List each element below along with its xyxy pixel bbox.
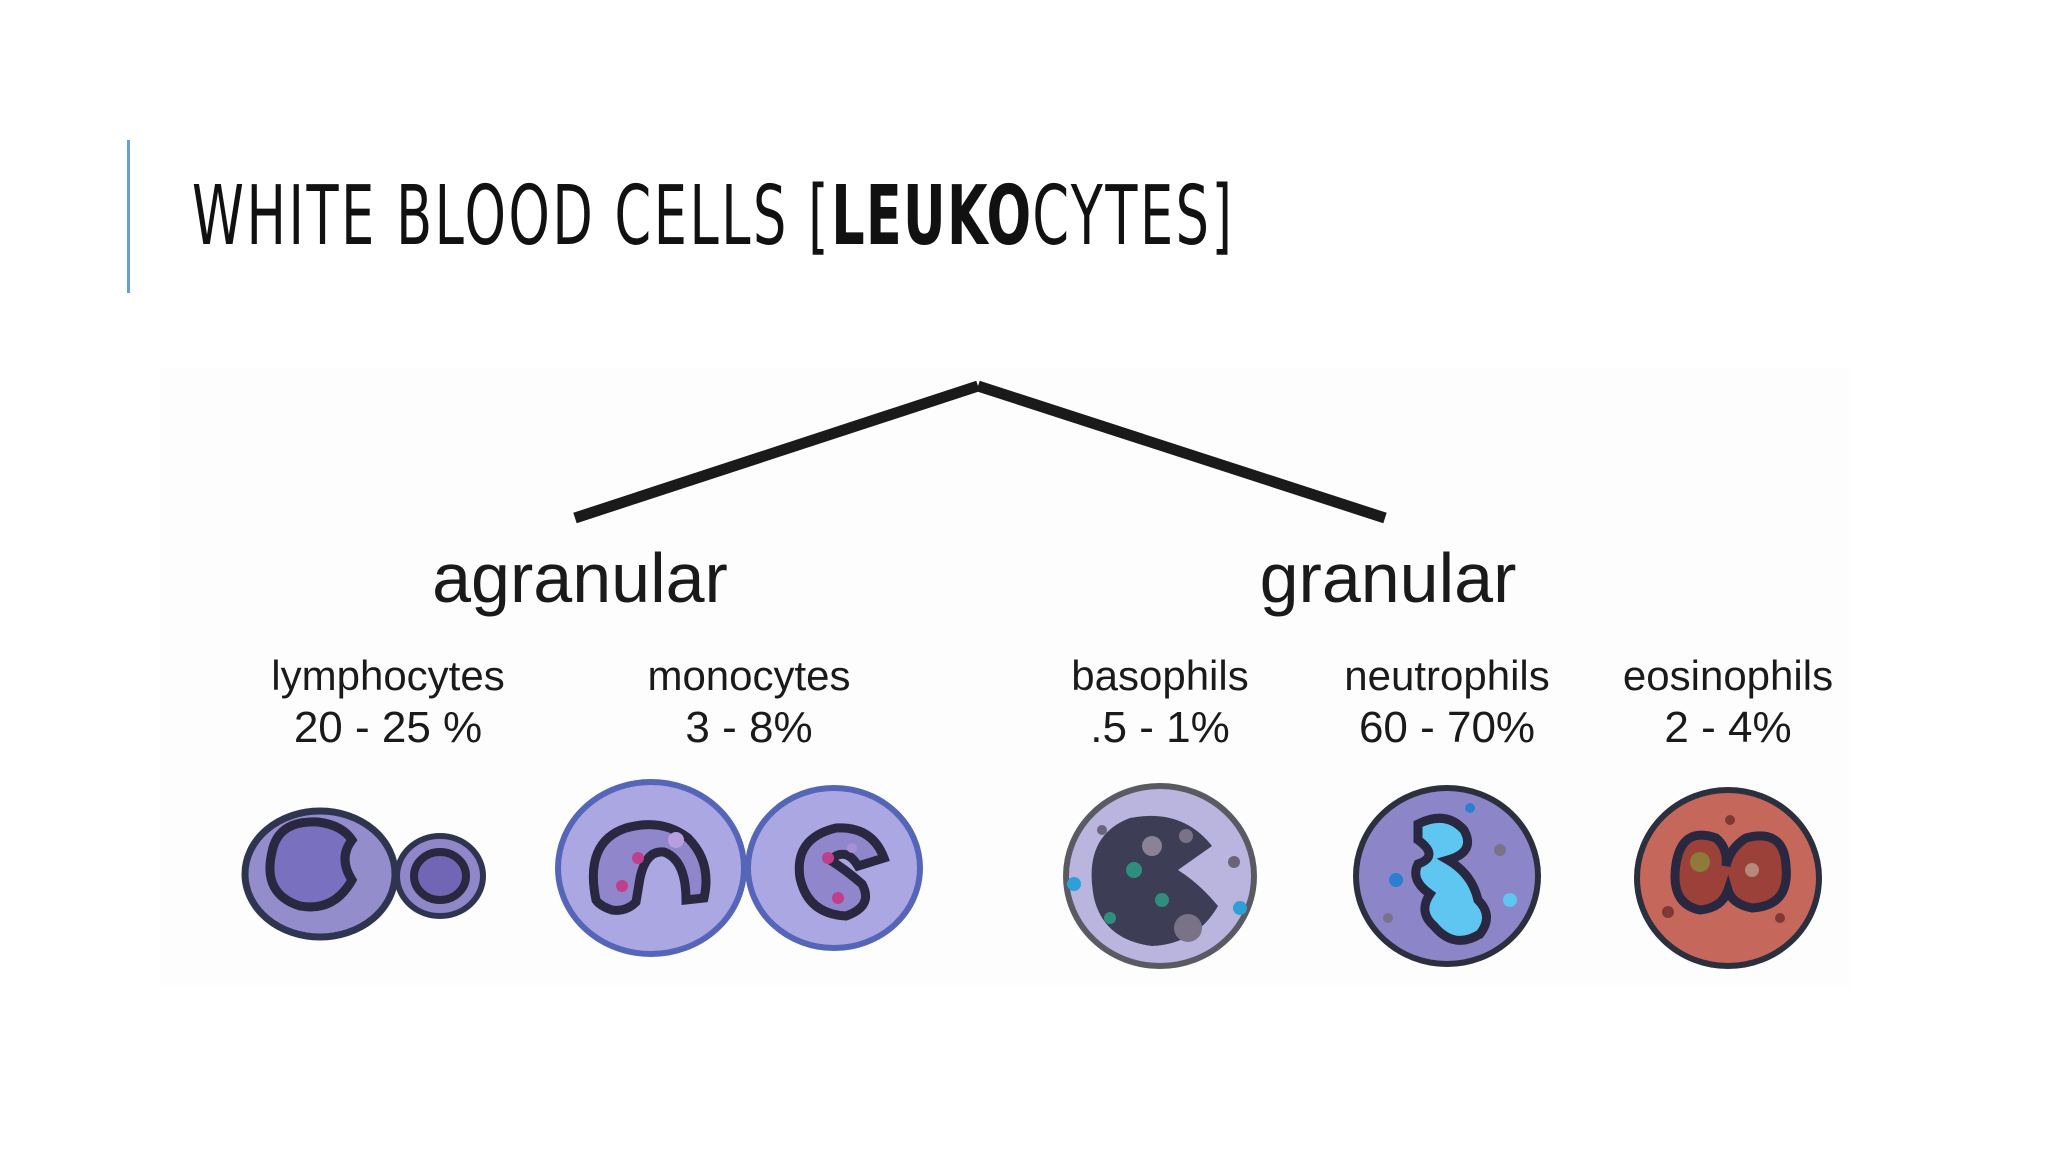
monocyte-icon <box>555 779 923 957</box>
cell-name-eosinophils: eosinophils <box>1623 652 1833 699</box>
cell-percentage-basophils: .5 - 1% <box>1090 703 1229 752</box>
neutrophil-icon <box>1353 785 1541 967</box>
basophil-icon <box>1063 783 1257 969</box>
cell-name-lymphocytes: lymphocytes <box>271 652 504 699</box>
cell-name-neutrophils: neutrophils <box>1344 652 1549 699</box>
lymphocyte-icon <box>241 807 486 941</box>
cell-percentage-monocytes: 3 - 8% <box>685 703 812 752</box>
branch-line-agranular <box>573 380 980 524</box>
slide-title: WHITE BLOOD CELLS [LEUKOCYTES] <box>192 162 1235 272</box>
branch-line-granular <box>976 380 1387 524</box>
classification-branch-lines <box>573 380 1387 524</box>
cell-name-basophils: basophils <box>1071 652 1248 699</box>
title-accent-bar <box>127 140 130 293</box>
title-text-part1: WHITE BLOOD CELLS [ <box>192 169 832 264</box>
group-label-agranular: agranular <box>432 539 728 617</box>
group-label-granular: granular <box>1260 539 1517 617</box>
cell-name-monocytes: monocytes <box>647 652 850 699</box>
title-text-part2: CYTES] <box>1032 169 1235 264</box>
cell-percentage-lymphocytes: 20 - 25 % <box>294 703 482 752</box>
cell-percentage-neutrophils: 60 - 70% <box>1359 703 1535 752</box>
cell-percentage-eosinophils: 2 - 4% <box>1664 703 1791 752</box>
eosinophil-icon <box>1634 787 1822 969</box>
title-text-bold: LEUKO <box>831 169 1033 264</box>
